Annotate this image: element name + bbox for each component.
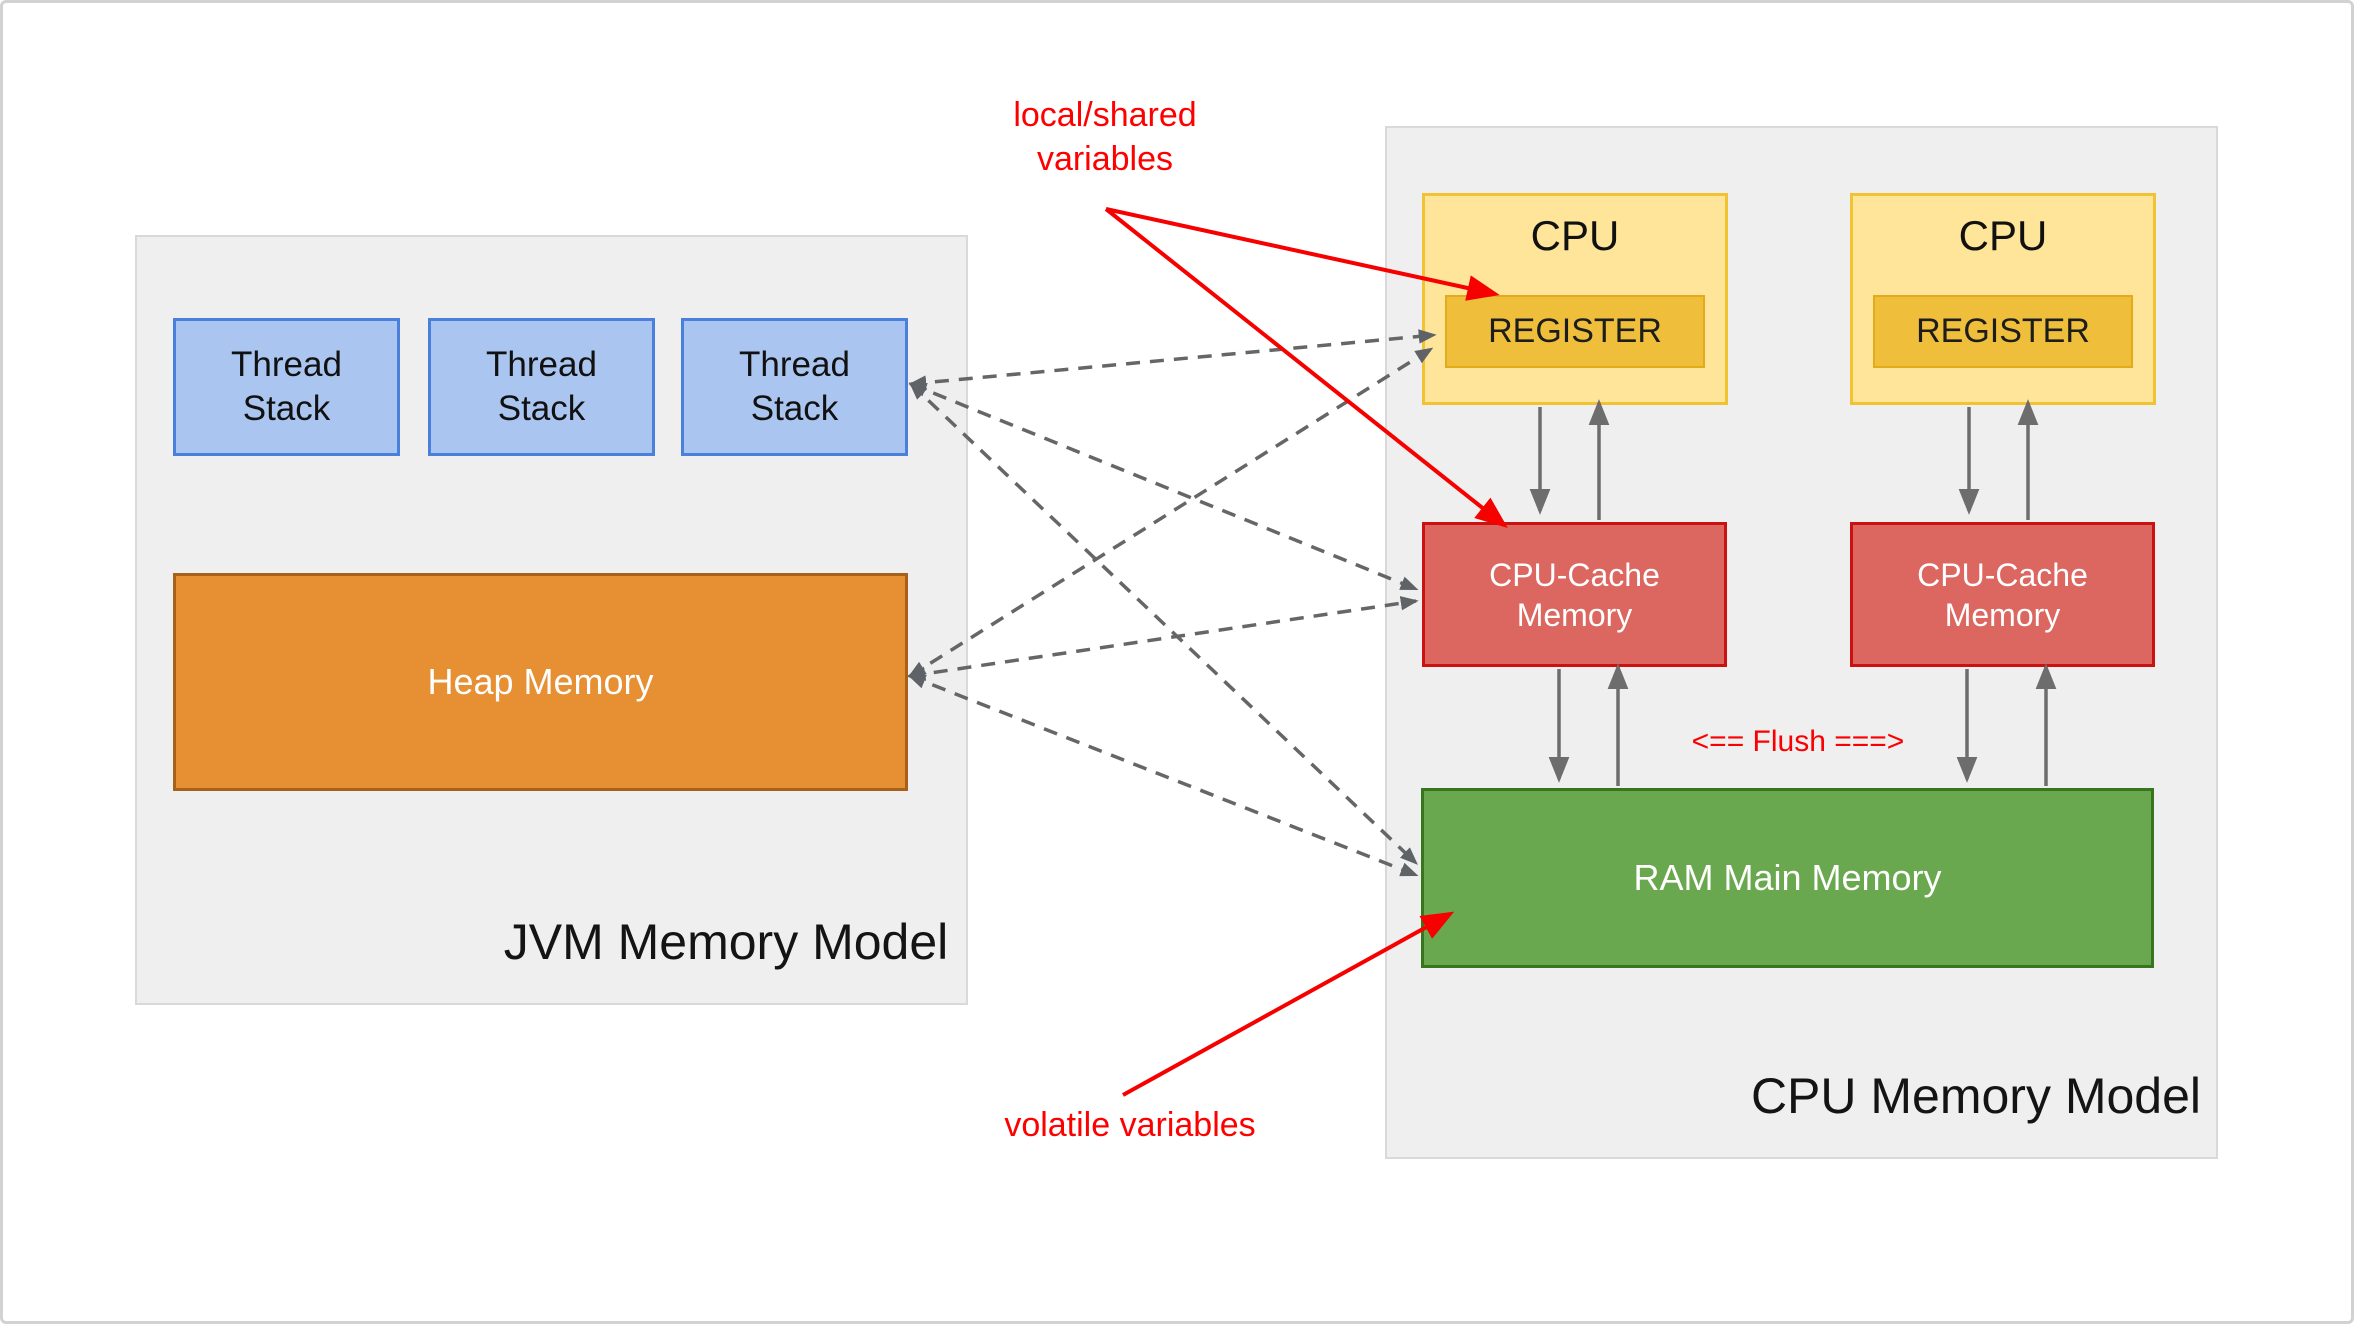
local-shared-variables-annotation: local/shared variables xyxy=(1013,96,1197,178)
register-label: REGISTER xyxy=(1488,312,1662,350)
cpu-cache-box-2: CPU-Cache Memory xyxy=(1850,522,2155,667)
dashed-arrow-threadstack-register xyxy=(908,329,1437,390)
cpu-model-title: CPU Memory Model xyxy=(1750,1068,2202,1124)
thread-stack-label: Thread Stack xyxy=(231,345,342,428)
volatile-variables-annotation: volatile variables xyxy=(1004,1106,1256,1144)
thread-stack-box-2: Thread Stack xyxy=(428,318,655,456)
ram-main-memory-label: RAM Main Memory xyxy=(1633,857,1942,898)
thread-stack-box-1: Thread Stack xyxy=(173,318,400,456)
heap-memory-box: Heap Memory xyxy=(173,573,908,791)
heap-memory-label: Heap Memory xyxy=(427,661,654,702)
register-label: REGISTER xyxy=(1916,312,2090,350)
dashed-arrow-heap-register xyxy=(907,347,1434,678)
thread-stack-label: Thread Stack xyxy=(486,345,597,428)
cpu-cache-box-1: CPU-Cache Memory xyxy=(1422,522,1727,667)
ram-main-memory-box: RAM Main Memory xyxy=(1421,788,2154,968)
cpu-label: CPU xyxy=(1958,212,2048,259)
cpu-label: CPU xyxy=(1530,212,1620,259)
dashed-arrow-heap-cache xyxy=(907,596,1419,681)
register-box-2: REGISTER xyxy=(1873,295,2133,368)
cpu-cache-label: CPU-Cache Memory xyxy=(1489,556,1660,633)
register-box-1: REGISTER xyxy=(1445,295,1705,368)
cpu-cache-label: CPU-Cache Memory xyxy=(1917,556,2088,633)
flush-annotation: <== Flush ===> xyxy=(1691,725,1905,758)
dashed-arrow-threadstack-ram xyxy=(909,382,1418,865)
jvm-model-title: JVM Memory Model xyxy=(503,914,949,970)
cpu-box-2: CPU REGISTER xyxy=(1850,193,2156,405)
thread-stack-box-3: Thread Stack xyxy=(681,318,908,456)
dashed-arrow-heap-ram xyxy=(907,674,1419,877)
dashed-arrow-threadstack-cache xyxy=(908,382,1419,591)
cpu-box-1: CPU REGISTER xyxy=(1422,193,1728,405)
thread-stack-label: Thread Stack xyxy=(739,345,850,428)
